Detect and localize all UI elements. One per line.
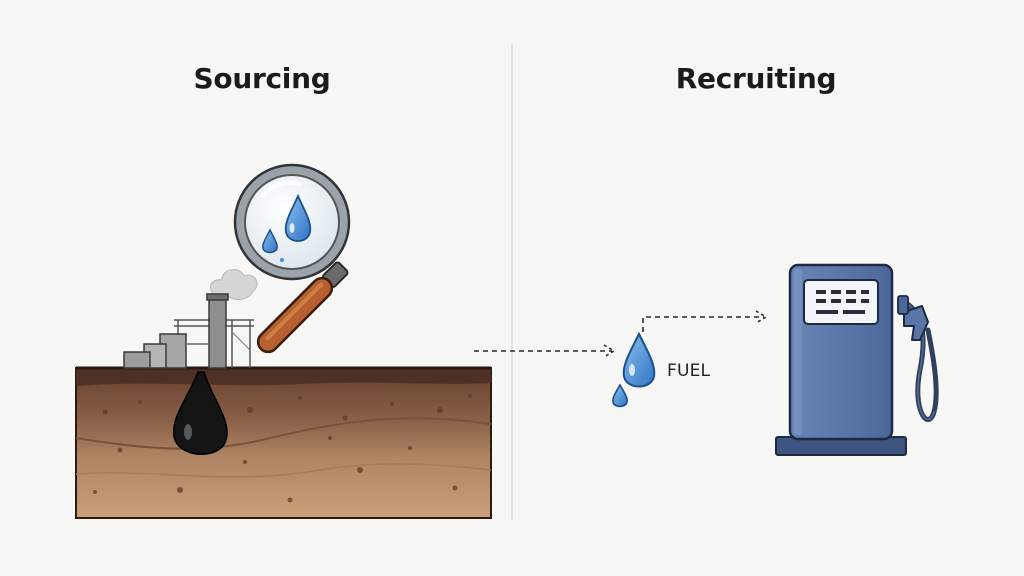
magnifying-glass-icon (233, 163, 351, 354)
fuel-pump-icon (775, 263, 939, 456)
dashed-arrow-icon (474, 344, 616, 358)
soil-cross-section (75, 366, 492, 519)
fuel-label: FUEL (667, 361, 711, 381)
panel-divider (511, 44, 513, 520)
oil-drop-icon (172, 371, 228, 455)
dashed-arrow-icon (642, 310, 768, 332)
sourcing-heading: Sourcing (193, 62, 331, 95)
water-drop-icon (612, 331, 656, 408)
water-drop-icon (262, 193, 312, 262)
factory-icon (123, 269, 258, 369)
recruiting-heading: Recruiting (675, 62, 837, 95)
